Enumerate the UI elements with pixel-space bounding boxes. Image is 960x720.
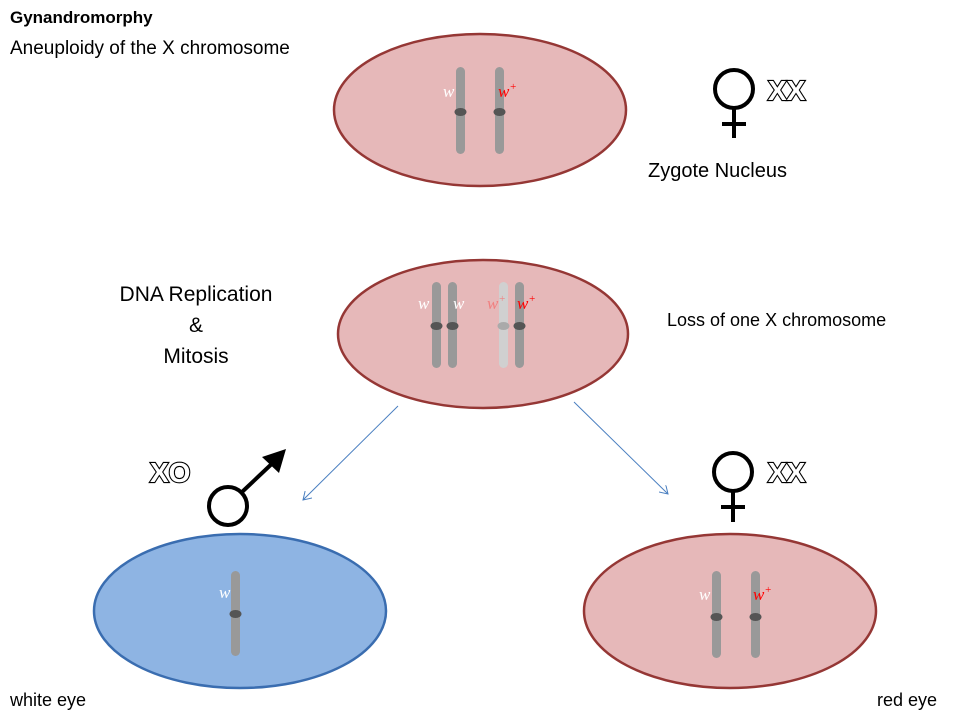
allele-label: w+ (517, 293, 536, 313)
arrow-to-female-cell (573, 401, 668, 494)
allele-label: w (453, 294, 465, 313)
dividing-nucleus: w w w+ w+ (336, 258, 630, 410)
allele-superscript: + (498, 293, 505, 305)
centromere (513, 322, 526, 330)
arrow-to-male-cell (303, 405, 399, 500)
zygote-karyotype: XX (768, 75, 806, 106)
centromere (430, 322, 443, 330)
allele-label: w+ (487, 293, 506, 313)
allele-text: w (498, 82, 510, 101)
centromere (749, 613, 762, 621)
female-symbol-icon (712, 451, 754, 522)
allele-label: w+ (498, 81, 517, 101)
step-line-1: DNA Replication (119, 283, 273, 306)
female-symbol-icon (713, 68, 755, 138)
allele-superscript: + (764, 584, 771, 596)
step-label: DNA Replication & Mitosis (108, 279, 284, 372)
centromere (446, 322, 459, 330)
zygote-label: Zygote Nucleus (648, 160, 787, 182)
diagram-subtitle: Aneuploidy of the X chromosome (10, 38, 290, 59)
step-line-3: Mitosis (163, 345, 229, 368)
allele-superscript: + (528, 293, 535, 305)
centromere (497, 322, 510, 330)
allele-text: w (753, 585, 765, 604)
centromere (454, 108, 467, 116)
zygote-nucleus-shape (332, 32, 628, 188)
allele-label: w (699, 585, 711, 604)
allele-text: w (487, 294, 499, 313)
loss-note: Loss of one X chromosome (667, 310, 887, 330)
allele-label: w (418, 294, 430, 313)
male-karyotype: XO (150, 457, 190, 488)
allele-label: w+ (753, 584, 772, 604)
female-karyotype: XX (768, 457, 806, 488)
allele-superscript: + (509, 81, 516, 93)
red-eye-caption: red eye (877, 690, 938, 710)
allele-label: w (443, 82, 455, 101)
male-symbol-icon (207, 449, 286, 527)
centromere (229, 610, 242, 618)
female-cell-shape (582, 532, 878, 690)
allele-label: w (219, 583, 231, 602)
centromere (710, 613, 723, 621)
diagram-title: Gynandromorphy (10, 8, 153, 27)
dividing-nucleus-shape (336, 258, 630, 410)
female-cell: w w+ (582, 532, 878, 690)
zygote-nucleus: w w+ (332, 32, 628, 188)
male-cell: w (92, 532, 388, 690)
step-line-2: & (188, 314, 203, 337)
white-eye-caption: white eye (10, 690, 87, 710)
centromere (493, 108, 506, 116)
allele-text: w (517, 294, 529, 313)
